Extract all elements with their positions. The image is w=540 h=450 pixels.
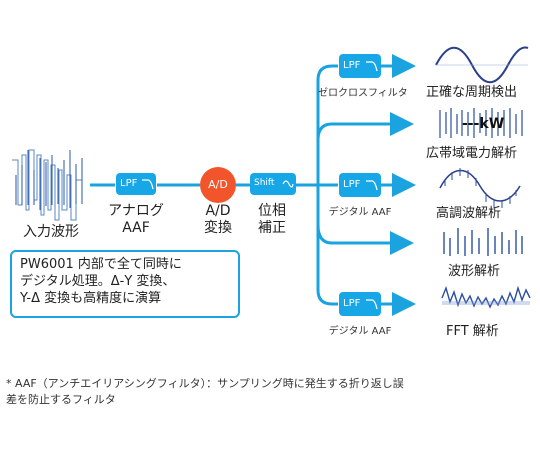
waveform-analysis-icon bbox=[443, 228, 523, 256]
kw-readout: ---kW bbox=[462, 116, 505, 132]
input-waveform-label: 入力波形 bbox=[23, 224, 79, 240]
zero-cross-lpf-box: LPF bbox=[339, 54, 381, 78]
note-line2: デジタル処理。Δ-Y 変換、 bbox=[20, 274, 176, 289]
ad-label-line1: A/D bbox=[205, 203, 231, 219]
lpf-box-text: LPF bbox=[343, 60, 361, 71]
note-line1: PW6001 内部で全て同時に bbox=[20, 257, 182, 272]
digital-aaf-lpf-box-1: LPF bbox=[339, 173, 381, 197]
processing-note-box: PW6001 内部で全て同時に デジタル処理。Δ-Y 変換、 Y-Δ 変換も高精… bbox=[10, 250, 240, 318]
branch-trunk-bottom bbox=[316, 185, 338, 306]
analog-aaf-label-line1: アナログ bbox=[108, 203, 164, 219]
digital-aaf-label-1: デジタル AAF bbox=[328, 207, 392, 218]
sine-waveform-icon bbox=[435, 46, 529, 84]
footnote-line1: * AAF（アンチエイリアシングフィルタ）：サンプリング時に発生する折り返し誤 bbox=[6, 377, 404, 390]
phase-correction-label-line1: 位相 bbox=[258, 203, 286, 219]
digital-aaf-lpf-box-2: LPF bbox=[339, 292, 381, 316]
analog-aaf-label-line2: AAF bbox=[122, 220, 150, 236]
harmonic-waveform-icon bbox=[439, 168, 521, 208]
analog-aaf-label: アナログ AAF bbox=[104, 203, 168, 237]
ad-converter-circle: A/D bbox=[200, 167, 236, 203]
output-label-period-detection: 正確な周期検出 bbox=[426, 85, 518, 100]
branch-trunk-top bbox=[316, 64, 338, 185]
output-label-broadband-power: 広帯域電力解析 bbox=[426, 146, 518, 161]
footnote-line2: 差を防止するフィルタ bbox=[6, 393, 116, 406]
phase-correction-label: 位相 補正 bbox=[244, 203, 300, 237]
analog-aaf-lpf-box: LPF bbox=[116, 173, 156, 195]
input-waveform-icon bbox=[12, 149, 83, 221]
aaf-footnote: * AAF（アンチエイリアシングフィルタ）：サンプリング時に発生する折り返し誤 … bbox=[6, 376, 534, 408]
ad-label: A/D 変換 bbox=[190, 203, 246, 237]
phase-correction-label-line2: 補正 bbox=[258, 220, 286, 236]
output-label-fft-analysis: FFT 解析 bbox=[446, 324, 499, 339]
shift-wave-icon bbox=[282, 180, 294, 188]
broadband-waveform-icon bbox=[439, 108, 523, 138]
lowpass-curve-icon bbox=[142, 179, 154, 190]
arrow-branch-2 bbox=[316, 112, 414, 141]
digital-aaf-label-2: デジタル AAF bbox=[328, 326, 392, 337]
fft-spectrum-icon bbox=[441, 285, 531, 309]
output-label-waveform-analysis: 波形解析 bbox=[448, 264, 501, 279]
lpf-box-text: LPF bbox=[120, 178, 138, 189]
output-label-harmonic-analysis: 高調波解析 bbox=[436, 206, 502, 221]
lowpass-curve-icon bbox=[366, 180, 378, 191]
arrow-branch-4 bbox=[316, 224, 414, 255]
shift-box-text: Shift bbox=[254, 178, 275, 188]
lpf-box-text: LPF bbox=[343, 298, 361, 309]
phase-shift-box: Shift bbox=[250, 173, 296, 195]
lpf-box-text: LPF bbox=[343, 179, 361, 190]
ad-label-line2: 変換 bbox=[204, 220, 232, 236]
zero-cross-filter-label: ゼロクロスフィルタ bbox=[318, 88, 408, 99]
lowpass-curve-icon bbox=[366, 61, 378, 72]
note-line3: Y-Δ 変換も高精度に演算 bbox=[20, 291, 162, 306]
lowpass-curve-icon bbox=[366, 299, 378, 310]
